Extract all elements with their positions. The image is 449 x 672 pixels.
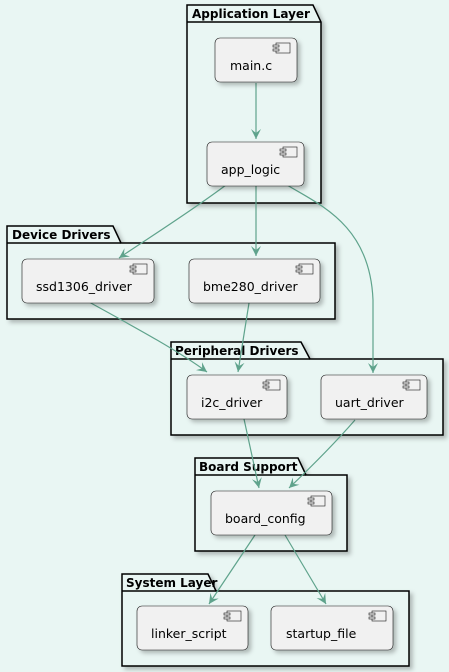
component-main-c: main.c — [214, 37, 298, 83]
component-icon — [223, 610, 242, 622]
package-title: Peripheral Drivers — [175, 344, 299, 358]
component-icon — [272, 42, 291, 54]
component-label: board_config — [225, 511, 306, 526]
component-label: bme280_driver — [203, 279, 299, 294]
edge-bme280-to-i2c — [234, 302, 250, 373]
component-icon — [402, 379, 421, 391]
edges — [88, 83, 378, 605]
package-title: Board Support — [199, 460, 298, 474]
component-label: linker_script — [151, 626, 227, 641]
component-icon — [295, 263, 314, 275]
component-label: app_logic — [221, 162, 280, 177]
component-label: uart_driver — [335, 395, 405, 410]
component-icon — [129, 263, 148, 275]
component-app-logic: app_logic — [206, 141, 305, 187]
component-icon — [368, 610, 387, 622]
package-title: Device Drivers — [12, 228, 110, 242]
edge-board-config-to-startup — [284, 534, 327, 605]
edge-uart-to-board-config — [288, 419, 356, 489]
package-title: Application Layer — [192, 7, 310, 21]
component-label: i2c_driver — [201, 395, 263, 410]
component-label: main.c — [230, 58, 272, 73]
edge-ssd1306-to-i2c — [88, 301, 208, 373]
package-title: System Layer — [126, 576, 218, 590]
edge-i2c-to-board-config — [243, 418, 262, 489]
edge-app-logic-to-ssd1306 — [118, 184, 227, 259]
component-board-config: board_config — [210, 490, 333, 536]
component-icon — [307, 495, 326, 507]
component-label: ssd1306_driver — [36, 279, 133, 294]
component-uart-driver: uart_driver — [320, 374, 428, 420]
component-icon — [262, 379, 281, 391]
component-bme280-driver: bme280_driver — [188, 258, 321, 304]
edge-board-config-to-linker — [208, 534, 256, 605]
component-icon — [279, 146, 298, 158]
component-label: startup_file — [286, 626, 357, 641]
component-ssd1306-driver: ssd1306_driver — [21, 258, 155, 304]
edge-app-logic-to-uart — [286, 184, 378, 373]
component-startup-file: startup_file — [270, 605, 394, 651]
component-linker-script: linker_script — [136, 605, 249, 651]
component-i2c-driver: i2c_driver — [186, 374, 288, 420]
